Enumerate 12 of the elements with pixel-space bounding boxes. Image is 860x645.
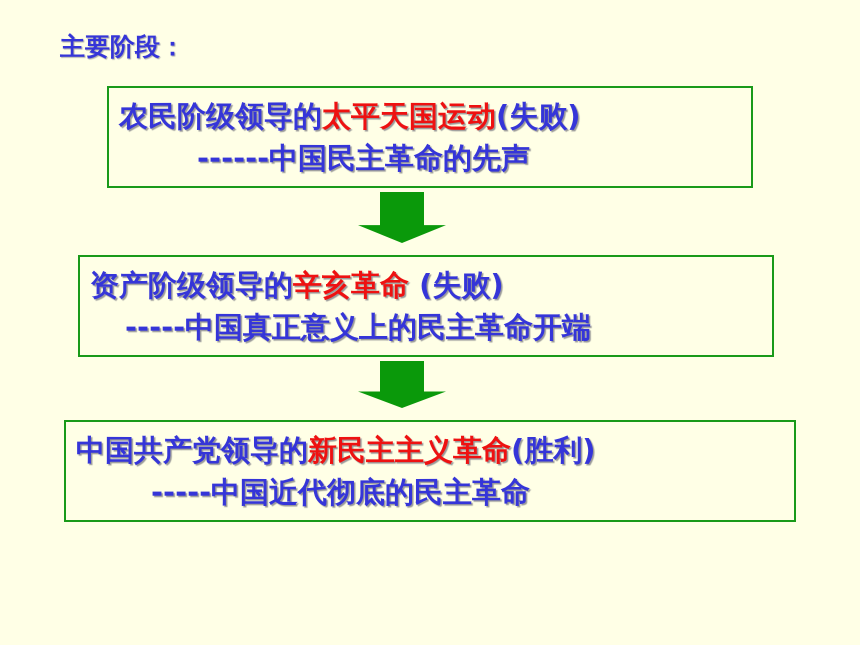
- stage-heading: 资产阶级领导的辛亥革命 (失败): [90, 268, 504, 302]
- stage-box: [107, 86, 753, 188]
- stage-description: ------中国民主革命的先声: [197, 141, 530, 175]
- heading: 主要阶段：: [60, 31, 185, 63]
- stage-heading: 农民阶级领导的太平天国运动(失败): [119, 99, 581, 133]
- stage-description: -----中国近代彻底的民主革命: [151, 475, 530, 509]
- stage-heading: 中国共产党领导的新民主主义革命(胜利): [76, 433, 596, 467]
- block-arrow: [358, 361, 446, 408]
- block-arrow: [358, 192, 446, 243]
- stage-box: [64, 420, 796, 522]
- stage-description: -----中国真正意义上的民主革命开端: [125, 310, 592, 344]
- stage-box: [78, 255, 774, 357]
